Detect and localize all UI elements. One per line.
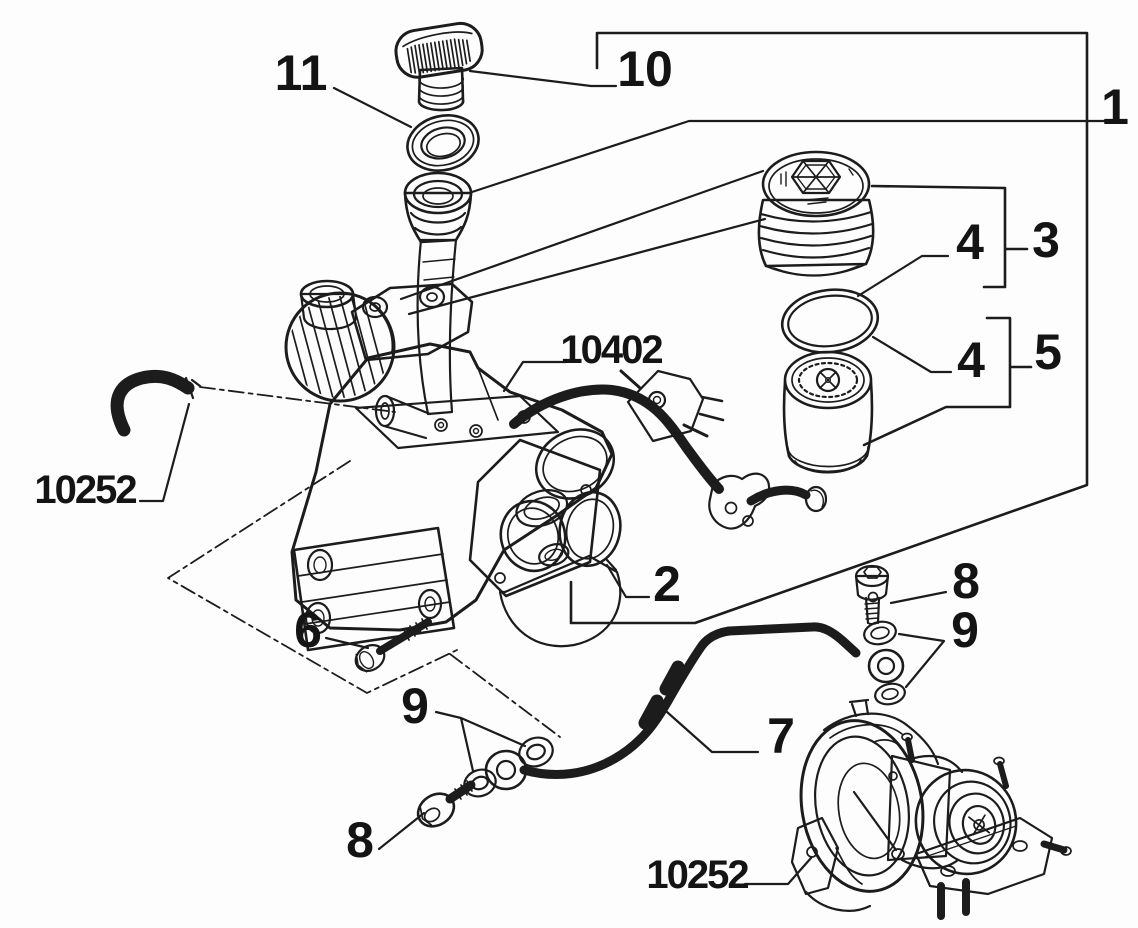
group-bracket-frame — [569, 31, 1089, 625]
banjo-bolt-8-left — [416, 780, 476, 828]
callout-10[interactable]: 10 — [617, 41, 673, 97]
callout-6[interactable]: 6 — [294, 602, 322, 658]
callout-5[interactable]: 5 — [1034, 324, 1062, 380]
washer-9-right-lower — [874, 682, 906, 706]
callout-1[interactable]: 1 — [1101, 79, 1129, 135]
callout-9-left[interactable]: 9 — [401, 678, 429, 734]
washer-9-left-upper — [518, 736, 554, 768]
callout-leader-lines — [138, 69, 1108, 886]
callout-8-left[interactable]: 8 — [346, 812, 374, 868]
callout-4-upper[interactable]: 4 — [956, 214, 984, 270]
callout-10402[interactable]: 10402 — [560, 328, 664, 372]
bolt-8-right — [854, 564, 890, 625]
bolt-6 — [354, 618, 432, 673]
breather-hose-10252 — [110, 369, 202, 437]
oil-filler-cap-highlighted[interactable] — [393, 20, 485, 112]
filler-cap-seal-ring — [406, 114, 480, 172]
turbocharger-10252 — [790, 698, 1072, 920]
callout-3[interactable]: 3 — [1032, 212, 1060, 268]
oil-filler-neck — [403, 171, 473, 416]
callout-8-right[interactable]: 8 — [952, 553, 980, 609]
oil-filter-cartridge — [782, 350, 874, 474]
o-ring-seal — [780, 288, 880, 354]
banjo-fitting-right — [867, 648, 905, 684]
callout-4-lower[interactable]: 4 — [957, 332, 985, 388]
callout-10252-left[interactable]: 10252 — [34, 468, 138, 512]
pipe-clamp — [619, 369, 725, 443]
callout-11[interactable]: 11 — [275, 45, 328, 101]
pipe-10402 — [509, 384, 828, 530]
callout-9-right[interactable]: 9 — [951, 602, 979, 658]
callout-10252-bottom[interactable]: 10252 — [646, 853, 750, 897]
washer-9-right-upper — [863, 620, 897, 646]
cover-gasket — [499, 428, 622, 573]
oil-cooler-filter-housing — [284, 279, 622, 652]
filter-cover-cap — [757, 150, 875, 277]
assembly-centerlines — [167, 386, 561, 738]
callout-7[interactable]: 7 — [767, 708, 795, 764]
oil-feed-pipe-7 — [484, 622, 905, 791]
callout-2[interactable]: 2 — [653, 556, 681, 612]
cap-grip-hatch — [406, 38, 471, 75]
